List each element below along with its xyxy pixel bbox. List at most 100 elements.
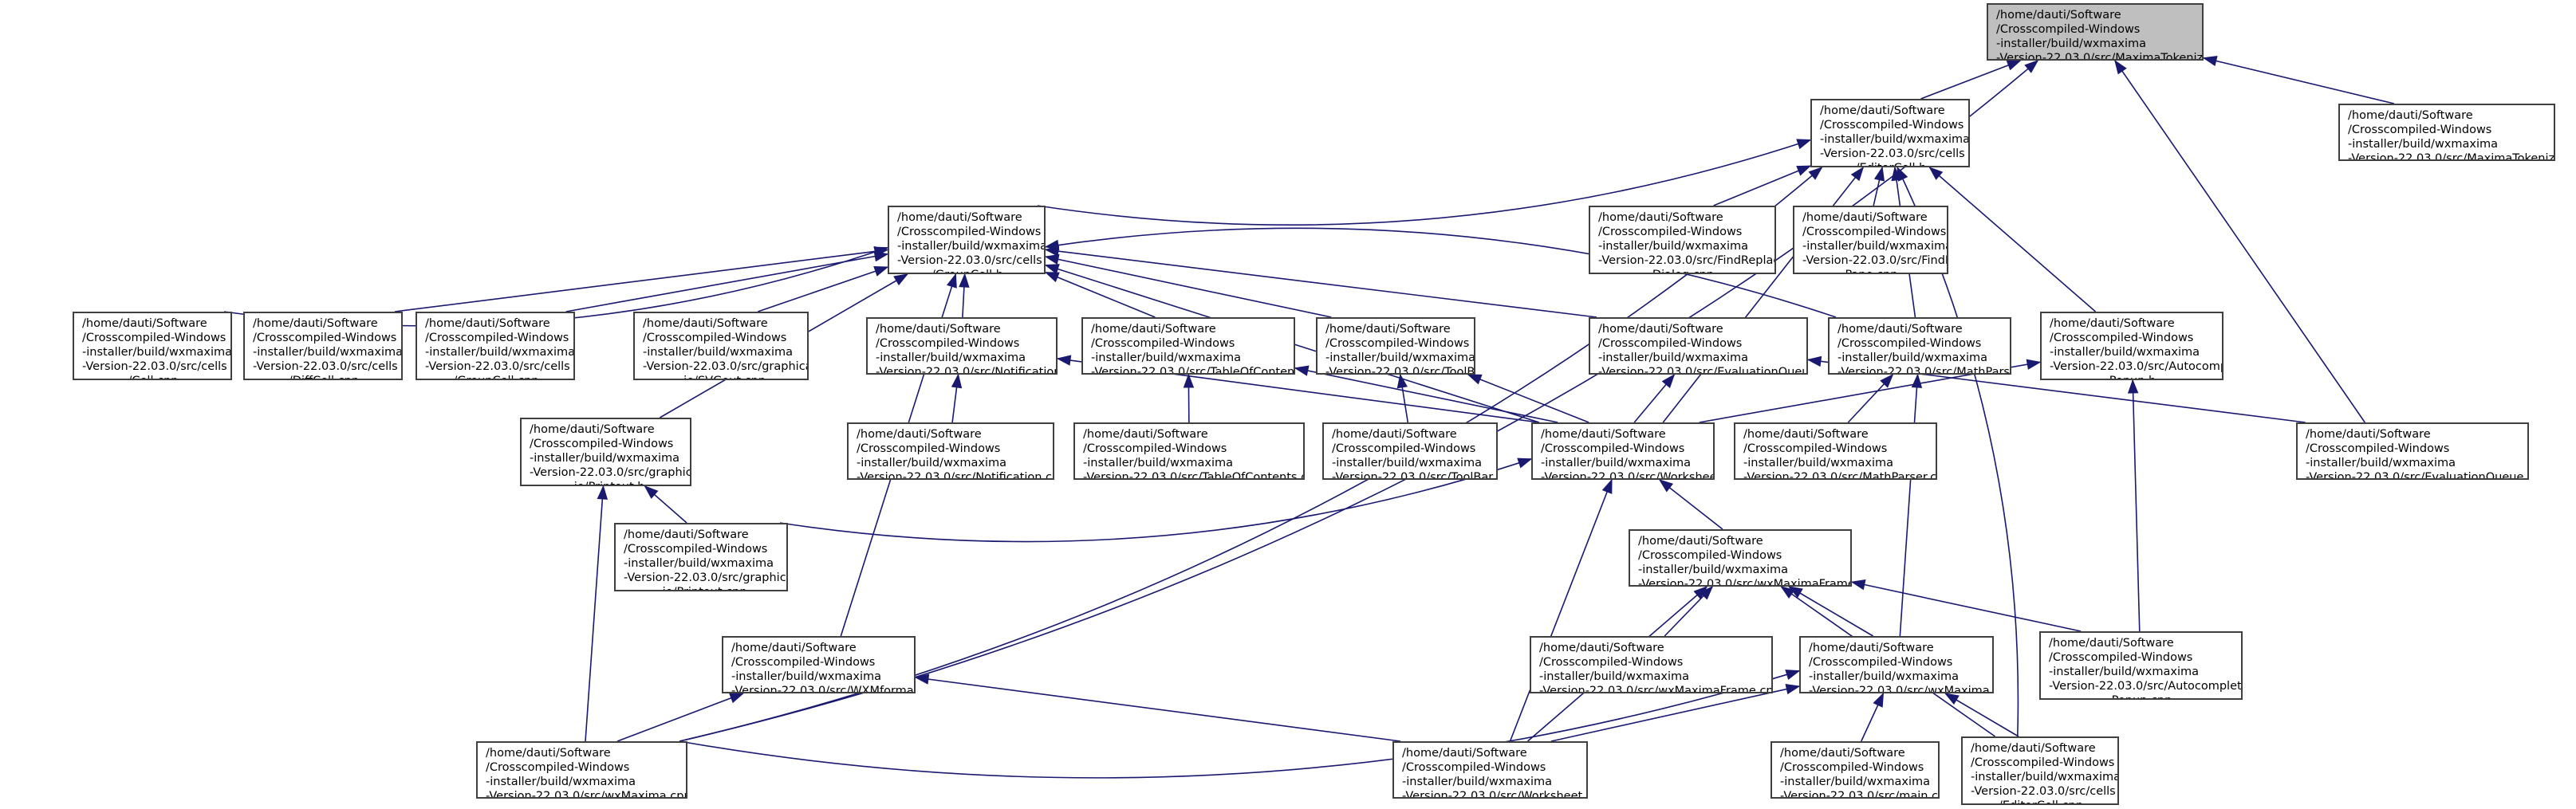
graph-node-worksheet-cpp[interactable]: /home/dauti/Software/Crosscompiled-Windo… <box>1392 741 1588 799</box>
node-label-line: /Crosscompiled-Windows <box>624 543 768 556</box>
node-label-line: -Version-22.03.0/src/MaximaTokenizer.h <box>1996 52 2204 61</box>
node-label-line: /home/dauti/Software <box>1539 642 1664 654</box>
node-label-line: -installer/build/wxmaxima <box>1325 351 1475 364</box>
graph-node-wxmaximaframe-cpp[interactable]: /home/dauti/Software/Crosscompiled-Windo… <box>1530 636 1773 693</box>
edge-TableOfContents_h-to-GroupCell_h <box>1045 271 1156 318</box>
arrowhead-icon <box>914 674 930 685</box>
graph-node-printout-cpp[interactable]: /home/dauti/Software/Crosscompiled-Windo… <box>614 523 788 591</box>
arrowhead-icon <box>729 693 745 704</box>
arrowhead-icon <box>1911 373 1923 388</box>
node-label-line: /Crosscompiled-Windows <box>857 442 1001 455</box>
node-label-line: /home/dauti/Software <box>1743 428 1869 441</box>
graph-node-main-cpp[interactable]: /home/dauti/Software/Crosscompiled-Windo… <box>1771 741 1940 799</box>
graph-node-svgout-cpp[interactable]: /home/dauti/Software/Crosscompiled-Windo… <box>633 312 809 380</box>
edge-FindReplaceDialog_cpp-to-EditorCell_h <box>1713 165 1811 206</box>
graph-node-mathparser-cpp[interactable]: /home/dauti/Software/Crosscompiled-Windo… <box>1734 422 1937 480</box>
graph-node-mathparser-h[interactable]: /home/dauti/Software/Crosscompiled-Windo… <box>1828 317 2011 375</box>
arrowhead-icon <box>1796 139 1812 150</box>
arrowhead-icon <box>1806 355 1822 367</box>
node-label-line: Pane.cpp <box>1802 268 1940 273</box>
node-label-line: -Version-22.03.0/src/graphical <box>643 360 809 373</box>
node-label-line: -Version-22.03.0/src/Notification.cpp <box>857 471 1054 480</box>
node-label-line: -installer/build/wxmaxima <box>1780 776 1931 788</box>
arrowhead-icon <box>597 485 609 500</box>
node-label-line: -installer/build/wxmaxima <box>1541 457 1692 469</box>
arrowhead-icon <box>1601 478 1613 494</box>
edge-GroupCell_h-to-EditorCell_h <box>1037 139 1811 226</box>
node-label-line: -installer/build/wxmaxima <box>253 346 403 359</box>
graph-node-notification-cpp[interactable]: /home/dauti/Software/Crosscompiled-Windo… <box>847 422 1054 480</box>
node-label-line: _io/SVGout.cpp <box>643 374 801 379</box>
node-label-line: _io/Printout.h <box>530 480 683 485</box>
node-label-line: /home/dauti/Software <box>643 317 768 330</box>
node-label-line: /Crosscompiled-Windows <box>1598 226 1743 238</box>
node-label-line: -installer/build/wxmaxima <box>731 670 882 683</box>
node-label-line: -installer/build/wxmaxima <box>1091 351 1242 364</box>
edge-ToolBar_h-to-GroupCell_h <box>1045 256 1332 318</box>
graph-node-editorcell-h[interactable]: /home/dauti/Software/Crosscompiled-Windo… <box>1810 99 1970 167</box>
arrowhead-icon <box>1056 355 1072 366</box>
arrowhead-icon <box>1517 458 1533 469</box>
node-label-line: /Cell.cpp <box>82 374 224 379</box>
graph-node-wxmaxima-h[interactable]: /home/dauti/Software/Crosscompiled-Windo… <box>1799 636 1994 693</box>
node-label-line: -Version-22.03.0/src/MaximaTokenizer.cpp <box>2348 152 2555 161</box>
node-label-line: /home/dauti/Software <box>1083 428 1208 441</box>
graph-node-autocompletepopup-h[interactable]: /home/dauti/Software/Crosscompiled-Windo… <box>2040 312 2223 380</box>
graph-node-editorcell-cpp[interactable]: /home/dauti/Software/Crosscompiled-Windo… <box>1961 736 2119 805</box>
node-label-line: -Version-22.03.0/src/graphical <box>624 571 788 584</box>
graph-node-maximatokenizer-h[interactable]: /home/dauti/Software/Crosscompiled-Windo… <box>1987 3 2204 61</box>
edge-AutocompletePopup_cpp-to-wxMaximaFrame_h <box>1851 581 2082 632</box>
graph-node-tableofcontents-h[interactable]: /home/dauti/Software/Crosscompiled-Windo… <box>1081 317 1295 375</box>
node-label-line: -Version-22.03.0/src/Notification.h <box>876 366 1058 375</box>
edge-Worksheet_cpp-to-WXMformat_h <box>915 677 1401 742</box>
node-label-line: -installer/build/wxmaxima <box>1539 670 1690 683</box>
node-label-line: -Version-22.03.0/src/wxMaxima.h <box>1809 685 1994 693</box>
node-label-line: /home/dauti/Software <box>1598 323 1723 336</box>
graph-node-autocompletepopup-cpp[interactable]: /home/dauti/Software/Crosscompiled-Windo… <box>2039 631 2243 700</box>
node-label-line: /home/dauti/Software <box>1091 323 1216 336</box>
arrowhead-icon <box>1873 166 1885 182</box>
graph-node-wxmformat-h[interactable]: /home/dauti/Software/Crosscompiled-Windo… <box>722 636 916 693</box>
arrowhead-icon <box>1693 586 1708 599</box>
graph-node-wxmaxima-cpp[interactable]: /home/dauti/Software/Crosscompiled-Windo… <box>476 741 687 799</box>
node-label-line: -installer/build/wxmaxima <box>1743 457 1894 469</box>
node-label-line: -installer/build/wxmaxima <box>857 457 1007 469</box>
node-label-line: -Version-22.03.0/src/wxMaximaFrame.cpp <box>1539 685 1773 693</box>
node-label-line: Popup.h <box>2050 374 2216 379</box>
node-label-line: /home/dauti/Software <box>1780 747 1905 760</box>
graph-node-diffcell-cpp[interactable]: /home/dauti/Software/Crosscompiled-Windo… <box>243 312 403 380</box>
graph-node-groupcell-cpp[interactable]: /home/dauti/Software/Crosscompiled-Windo… <box>416 312 575 380</box>
edge-EvaluationQueue_h-to-GroupCell_h <box>1045 249 1597 318</box>
node-label-line: /Crosscompiled-Windows <box>1325 337 1470 350</box>
arrowhead-icon <box>1944 693 1960 705</box>
graph-node-maximatokenizer-cpp[interactable]: /home/dauti/Software/Crosscompiled-Windo… <box>2338 104 2555 161</box>
graph-node-worksheet-h[interactable]: /home/dauti/Software/Crosscompiled-Windo… <box>1531 422 1715 480</box>
graph-node-cell-cpp[interactable]: /home/dauti/Software/Crosscompiled-Windo… <box>73 312 232 380</box>
graph-node-tableofcontents-cpp[interactable]: /home/dauti/Software/Crosscompiled-Windo… <box>1073 422 1305 480</box>
node-label-line: /Crosscompiled-Windows <box>1971 756 2115 769</box>
graph-node-printout-h[interactable]: /home/dauti/Software/Crosscompiled-Windo… <box>520 418 691 486</box>
graph-node-findreplacedialog-cpp[interactable]: /home/dauti/Software/Crosscompiled-Windo… <box>1589 206 1776 274</box>
node-label-line: /home/dauti/Software <box>530 423 655 436</box>
graph-node-groupcell-h[interactable]: /home/dauti/Software/Crosscompiled-Windo… <box>888 206 1046 274</box>
node-label-line: /Crosscompiled-Windows <box>1638 549 1782 562</box>
graph-node-wxmaximaframe-h[interactable]: /home/dauti/Software/Crosscompiled-Windo… <box>1629 529 1852 587</box>
graph-node-notification-h[interactable]: /home/dauti/Software/Crosscompiled-Windo… <box>866 317 1058 375</box>
edge-wxMaxima_h-to-MathParser_h <box>1899 374 1919 637</box>
node-label-line: -Version-22.03.0/src/EvaluationQueue.h <box>1598 366 1808 375</box>
node-label-line: /Crosscompiled-Windows <box>2050 332 2194 344</box>
graph-node-evaluationqueue-h[interactable]: /home/dauti/Software/Crosscompiled-Windo… <box>1589 317 1808 375</box>
node-label-line: /home/dauti/Software <box>857 428 982 441</box>
edge-wxMaxima_h-to-wxMaximaFrame_h <box>1788 586 1874 637</box>
graph-node-findreplacepane-cpp[interactable]: /home/dauti/Software/Crosscompiled-Windo… <box>1793 206 1948 274</box>
graph-node-toolbar-cpp[interactable]: /home/dauti/Software/Crosscompiled-Windo… <box>1322 422 1498 480</box>
graph-node-evaluationqueue-cpp[interactable]: /home/dauti/Software/Crosscompiled-Windo… <box>2296 422 2529 480</box>
arrowhead-icon <box>1873 692 1885 708</box>
node-label-line: -Version-22.03.0/src/FindReplace <box>1598 254 1776 267</box>
arrowhead-icon <box>2024 60 2039 73</box>
arrowhead-icon <box>1785 670 1801 680</box>
graph-node-toolbar-h[interactable]: /home/dauti/Software/Crosscompiled-Windo… <box>1316 317 1475 375</box>
node-label-line: -installer/build/wxmaxima <box>876 351 1026 364</box>
node-label-line: -Version-22.03.0/src/cells <box>1820 147 1965 160</box>
node-label-line: /Crosscompiled-Windows <box>82 332 226 344</box>
